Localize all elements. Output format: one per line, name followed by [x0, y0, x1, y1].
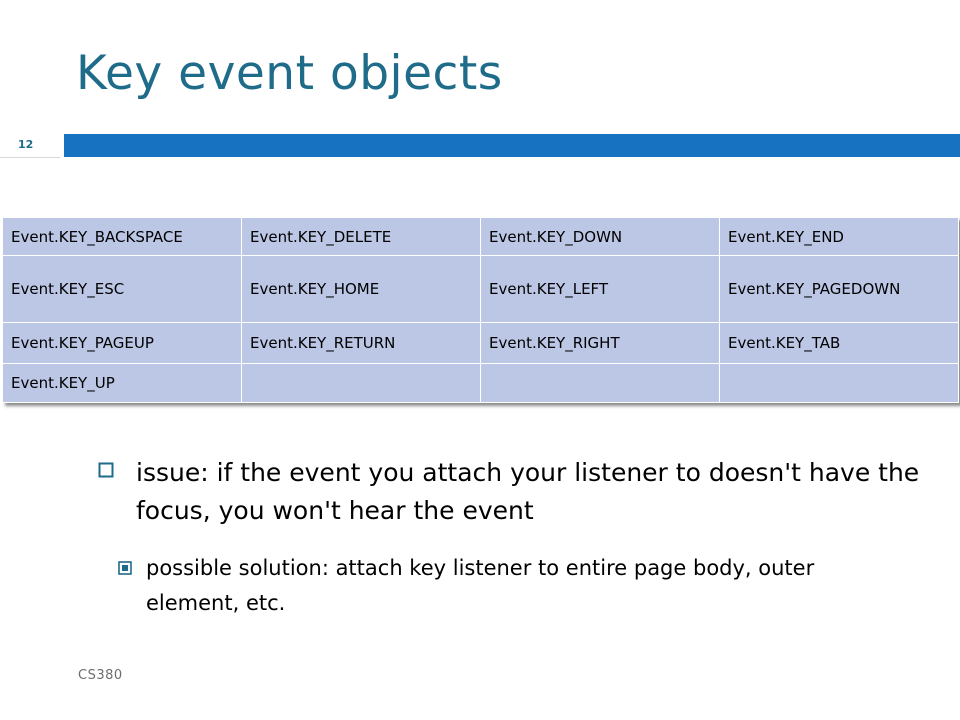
boxed-square-icon [118, 561, 132, 575]
table-cell: Event.KEY_DELETE [241, 217, 481, 256]
slide-title: Key event objects [76, 46, 503, 101]
table-row: Event.KEY_ESC Event.KEY_HOME Event.KEY_L… [2, 255, 959, 323]
table-cell: Event.KEY_LEFT [480, 255, 720, 323]
table-row: Event.KEY_UP [2, 363, 959, 403]
slide-number: 12 [18, 138, 34, 151]
hollow-square-icon [98, 462, 114, 478]
table-cell: Event.KEY_ESC [2, 255, 242, 323]
table-cell [480, 363, 720, 403]
key-constants-table: Event.KEY_BACKSPACE Event.KEY_DELETE Eve… [2, 217, 959, 403]
table-cell: Event.KEY_TAB [719, 322, 959, 364]
table-cell [719, 363, 959, 403]
table-cell: Event.KEY_RETURN [241, 322, 481, 364]
table-row: Event.KEY_BACKSPACE Event.KEY_DELETE Eve… [2, 217, 959, 256]
table-cell: Event.KEY_END [719, 217, 959, 256]
table-cell: Event.KEY_PAGEDOWN [719, 255, 959, 323]
header-accent-bar [64, 134, 960, 157]
footer-course-label: CS380 [78, 668, 123, 683]
table-cell: Event.KEY_RIGHT [480, 322, 720, 364]
table-cell: Event.KEY_HOME [241, 255, 481, 323]
table-cell: Event.KEY_PAGEUP [2, 322, 242, 364]
table-cell: Event.KEY_DOWN [480, 217, 720, 256]
slide-number-box [0, 134, 60, 158]
table-cell: Event.KEY_UP [2, 363, 242, 403]
bullet-text-level2: possible solution: attach key listener t… [146, 556, 815, 615]
bullet-text-level1: issue: if the event you attach your list… [136, 458, 920, 525]
table-cell: Event.KEY_BACKSPACE [2, 217, 242, 256]
table-row: Event.KEY_PAGEUP Event.KEY_RETURN Event.… [2, 322, 959, 364]
table-cell [241, 363, 481, 403]
